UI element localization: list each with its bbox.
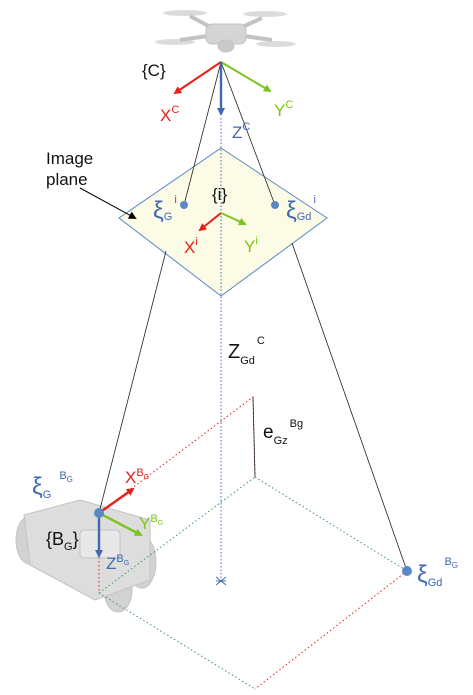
- cam-z-label: ZC: [232, 121, 250, 142]
- point-xi-g-body: [94, 508, 104, 518]
- xi-g-body-label: ξGBG: [32, 470, 73, 501]
- z-gd-label: ZGdC: [228, 335, 265, 367]
- image-plane-label-2: plane: [46, 170, 88, 189]
- image-frame-label: {i}: [212, 185, 227, 204]
- body-frame-label: {BG}: [46, 529, 79, 553]
- e-gz-offset: [252, 396, 256, 478]
- image-plane-label-1: Image: [46, 149, 93, 168]
- camera-frame-axes: [173, 61, 272, 116]
- ground-robot-icon: [15, 499, 157, 613]
- image-plane: [118, 147, 328, 297]
- point-xi-gd-image: [271, 201, 279, 209]
- cam-y-label: YC: [274, 99, 293, 120]
- xi-g-image-label: ξGi: [153, 194, 177, 224]
- drone-icon: [155, 10, 296, 53]
- img-x-label: Xi: [184, 236, 198, 257]
- body-y-label: YBG: [139, 513, 163, 533]
- xi-gd-image-label: ξGdi: [286, 194, 316, 224]
- projection-rays: [98, 61, 408, 572]
- img-y-label: Yi: [244, 235, 258, 256]
- e-gz-label: eGzBg: [263, 418, 303, 447]
- xi-gd-ground-label: ξGdBG: [417, 556, 458, 589]
- camera-frame-label: {C}: [142, 61, 166, 80]
- body-frame-axes: [95, 487, 143, 558]
- point-xi-gd-ground: [402, 566, 412, 576]
- body-z-label: ZBG: [106, 553, 129, 573]
- body-x-label: XBG: [125, 467, 149, 487]
- cam-x-label: XC: [160, 104, 179, 125]
- ground-plane: [98, 476, 408, 690]
- image-frame-axes: [198, 212, 247, 232]
- point-xi-g-image: [180, 201, 188, 209]
- image-plane-pointer: [79, 187, 137, 219]
